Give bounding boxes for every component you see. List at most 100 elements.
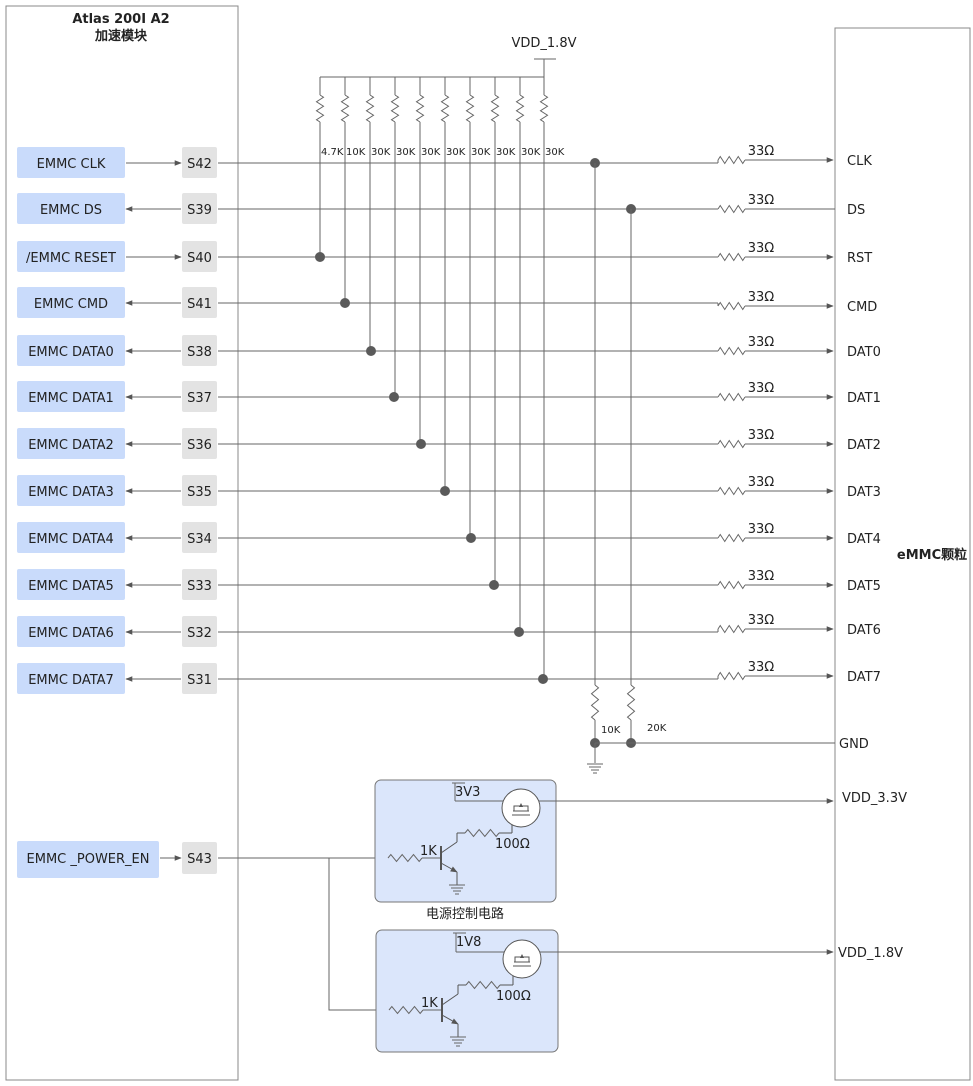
vdd-top-label: VDD_1.8V (512, 36, 577, 51)
power-pin-label: S43 (187, 852, 212, 867)
pin-label: S35 (187, 485, 212, 500)
pullup-resistor (465, 94, 475, 123)
pin-box (182, 616, 217, 647)
pin-box (182, 428, 217, 459)
pin-box (182, 522, 217, 553)
base-resistor (387, 853, 423, 863)
junction-node (466, 533, 476, 543)
module-signal-box (17, 569, 125, 600)
pullup-value-label: 30K (396, 147, 416, 158)
chip-pin-label: DAT1 (847, 391, 881, 406)
pin-label: S40 (187, 251, 212, 266)
chip-pin-label: CMD (847, 300, 877, 315)
pin-label: S32 (187, 626, 212, 641)
power-enable-label: EMMC _POWER_EN (27, 852, 150, 867)
series-resistor-value: 33Ω (748, 241, 775, 256)
module-signal-label: EMMC DATA6 (28, 626, 114, 641)
pullup-value-label: 4.7K (321, 147, 344, 158)
emmc-chip-box (834, 27, 971, 1081)
rail-label: 1V8 (456, 935, 481, 950)
series-resistor-value: 33Ω (748, 144, 775, 159)
series-resistor (717, 624, 746, 634)
power-enable-box (17, 841, 159, 878)
series-resistor (717, 301, 746, 311)
series-resistor (717, 439, 746, 449)
ground-icon (587, 763, 603, 774)
mosfet-icon (502, 939, 542, 979)
chip-pin-label: CLK (847, 154, 872, 169)
module-signal-box (17, 475, 125, 506)
pullup-value-label: 30K (446, 147, 466, 158)
gate-resistor (464, 828, 500, 838)
pin-label: S37 (187, 391, 212, 406)
series-resistor (717, 155, 746, 165)
pullup-resistor (440, 94, 450, 123)
module-signal-label: /EMMC RESET (26, 251, 116, 266)
module-signal-label: EMMC CMD (34, 297, 108, 312)
module-signal-box (17, 663, 125, 694)
pullup-resistor (415, 94, 425, 123)
rail-label: 3V3 (455, 785, 480, 800)
chip-pin-label: DAT2 (847, 438, 881, 453)
junction-node (340, 298, 350, 308)
module-signal-box (17, 287, 125, 318)
chip-pin-label: DAT4 (847, 532, 881, 547)
pullup-value-label: 30K (521, 147, 541, 158)
series-resistor-value: 33Ω (748, 428, 775, 443)
module-signal-box (17, 335, 125, 366)
series-resistor-value: 33Ω (748, 569, 775, 584)
pullup-value-label: 30K (496, 147, 516, 158)
module-signal-label: EMMC DATA5 (28, 579, 114, 594)
module-signal-label: EMMC DATA2 (28, 438, 114, 453)
chip-title: eMMC颗粒 (897, 547, 967, 563)
pin-box (182, 381, 217, 412)
gate-resistor (465, 980, 501, 990)
pullup-resistor (490, 94, 500, 123)
pin-label: S41 (187, 297, 212, 312)
power-pin-box (182, 842, 217, 874)
pulldown-value-label: 10K (601, 725, 621, 736)
base-resistor (388, 1005, 424, 1015)
pin-label: S34 (187, 532, 212, 547)
series-resistor (717, 252, 746, 262)
pullup-resistor (539, 94, 549, 123)
series-resistor-value: 33Ω (748, 381, 775, 396)
series-resistor (717, 346, 746, 356)
pin-label: S39 (187, 203, 212, 218)
junction-node (315, 252, 325, 262)
chip-pin-label: DS (847, 203, 865, 218)
pin-box (182, 663, 217, 694)
vdd-1v8-label: VDD_1.8V (838, 946, 903, 961)
module-signal-box (17, 428, 125, 459)
pullup-resistor (315, 94, 325, 123)
series-resistor (717, 671, 746, 681)
pullup-resistor (340, 94, 350, 123)
module-signal-box (17, 193, 125, 224)
pin-label: S33 (187, 579, 212, 594)
chip-pin-label: DAT0 (847, 345, 881, 360)
ground-icon (450, 1036, 466, 1047)
vdd-top-bus (320, 58, 556, 78)
pin-label: S31 (187, 673, 212, 688)
mosfet-icon (501, 788, 541, 828)
pullup-value-label: 30K (545, 147, 565, 158)
junction-node (489, 580, 499, 590)
pulldown-resistor (590, 684, 600, 721)
pulldown-value-label: 20K (647, 723, 667, 734)
module-signal-box (17, 616, 125, 647)
ground-icon (449, 884, 465, 895)
pin-box (182, 193, 217, 224)
pullup-value-label: 10K (346, 147, 366, 158)
pin-box (182, 241, 217, 272)
module-signal-label: EMMC DATA4 (28, 532, 114, 547)
pullup-value-label: 30K (471, 147, 491, 158)
pullup-resistor (365, 94, 375, 123)
module-signal-label: EMMC CLK (37, 157, 106, 172)
pullup-resistor (515, 94, 525, 123)
pin-box (182, 147, 217, 178)
